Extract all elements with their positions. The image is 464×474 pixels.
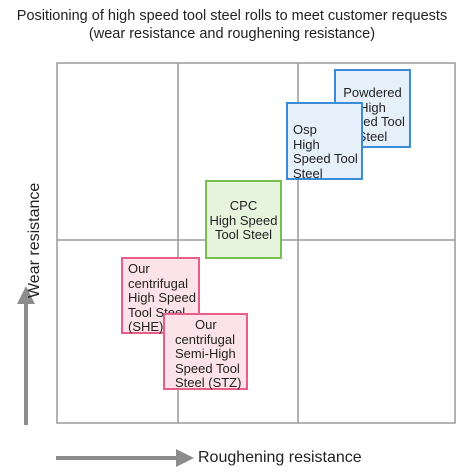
powdered-line-2: High	[359, 99, 386, 115]
stz-line-4: Speed Tool	[175, 360, 240, 376]
she-line-1: Our	[128, 261, 150, 276]
title-line-2: (wear resistance and roughening resistan…	[88, 26, 376, 42]
y-axis-label-text: Wear resistance	[26, 182, 43, 298]
she-line-5: (SHE)	[128, 319, 164, 334]
osp-hss-box: Osp High Speed Tool Steel	[286, 102, 363, 180]
cpc-line-1: CPC	[229, 198, 258, 213]
osp-line-4: Steel	[293, 165, 323, 181]
cpc-line-2: High Speed	[209, 212, 278, 228]
stz-line-1: Our	[195, 317, 217, 332]
osp-line-2: High	[293, 136, 320, 152]
powdered-line-1: Powdered	[343, 85, 402, 100]
osp-line-1: Osp	[293, 122, 317, 137]
stz-line-2: centrifugal	[175, 331, 235, 347]
x-axis-label: Roughening resistance	[198, 449, 362, 466]
osp-line-3: Speed Tool	[293, 151, 358, 166]
she-line-3: High Speed	[128, 290, 196, 305]
x-axis-arrow	[56, 449, 194, 467]
she-line-2: centrifugal	[128, 275, 188, 291]
grid-frame	[56, 62, 456, 424]
powdered-line-4: Steel	[357, 128, 388, 144]
cpc-line-3: Tool Steel	[214, 227, 273, 242]
stz-line-5: Steel (STZ)	[175, 375, 242, 390]
she-box: Our centrifugal High Speed Tool Steel (S…	[121, 257, 200, 334]
diagram-title: Positioning of high speed tool steel rol…	[0, 7, 464, 43]
stz-line-3: Semi-High	[175, 346, 236, 361]
cpc-hss-box: CPC High Speed Tool Steel	[205, 180, 282, 259]
stz-box: Our centrifugal Semi-High Speed Tool Ste…	[163, 313, 248, 390]
title-line-1: Positioning of high speed tool steel rol…	[16, 8, 448, 24]
y-axis-arrow	[17, 286, 35, 425]
